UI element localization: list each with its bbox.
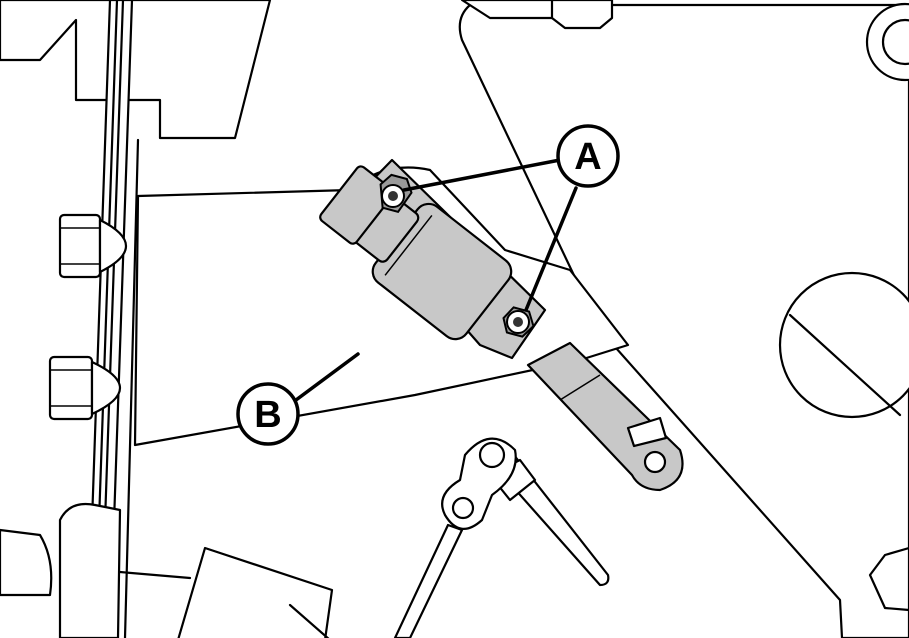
plate-hole-edge [788, 313, 902, 417]
left-lower-bracket [58, 502, 122, 638]
top-right-nut-inner [881, 18, 909, 66]
lever-end-hole [643, 450, 667, 474]
lever-clip [626, 416, 668, 448]
left-lower-flange [0, 528, 53, 597]
rod-end-shaft [393, 523, 464, 638]
bottom-rail-line [118, 570, 192, 580]
nut-lower [502, 306, 535, 338]
leader-b [294, 352, 360, 402]
left-upper-bracket [0, 0, 272, 140]
leader-a-lower [524, 186, 578, 312]
callout-a-circle [556, 124, 620, 188]
bottom-bracket-edge [288, 603, 330, 638]
sensor-lever-arm [526, 341, 684, 492]
nut-upper [379, 173, 413, 213]
bottom-bracket [177, 546, 334, 638]
left-bolt-lower [48, 355, 122, 421]
rod-end-hole-lower [451, 496, 475, 520]
bottom-right-nut [868, 546, 909, 612]
callout-b-label: B [254, 394, 281, 436]
leader-a-upper [402, 158, 562, 192]
rod-end-hole-upper [478, 441, 506, 469]
sensor-lever-seam [559, 374, 601, 401]
plate-hole [778, 271, 909, 419]
callout-a: A [556, 124, 620, 188]
sensor-body [319, 165, 513, 341]
callout-b: B [236, 382, 300, 446]
top-hex-nut [550, 0, 614, 30]
vertical-rail-back [123, 138, 140, 638]
callout-a-label: A [574, 136, 601, 178]
callout-b-circle [236, 382, 300, 446]
vertical-rail-front [86, 0, 134, 638]
left-bolt-upper [58, 213, 128, 279]
